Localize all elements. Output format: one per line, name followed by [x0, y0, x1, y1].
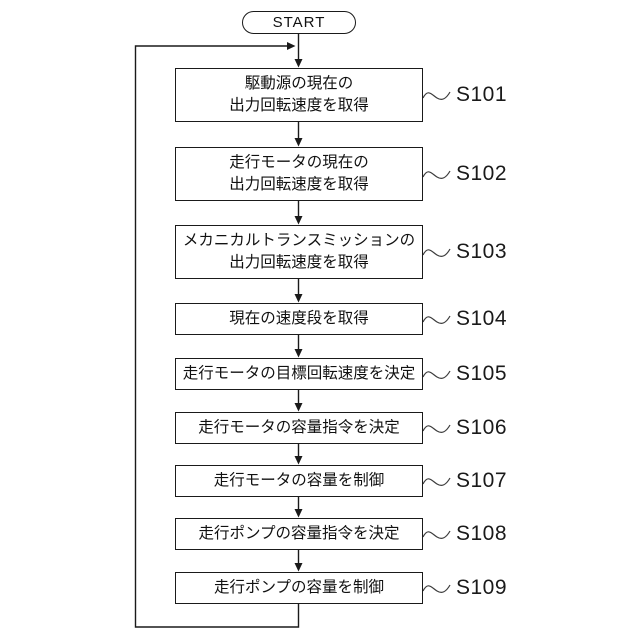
step-label-s107: S107: [456, 469, 508, 492]
start-terminator: START: [242, 11, 356, 34]
arrowhead-s102-s103: [294, 216, 303, 225]
start-label: START: [272, 14, 326, 31]
step-box-s103: メカニカルトランスミッションの 出力回転速度を取得: [175, 225, 423, 279]
arrowhead-s103-s104: [294, 294, 303, 303]
step-label-s102: S102: [456, 162, 508, 185]
step-label-s103: S103: [456, 240, 508, 263]
step-box-s105: 走行モータの目標回転速度を決定: [175, 358, 423, 390]
step-label-s106: S106: [456, 416, 508, 439]
step-label-s104: S104: [456, 307, 508, 330]
step-box-s101: 駆動源の現在の 出力回転速度を取得: [175, 68, 423, 122]
arrowhead-start-s101: [294, 59, 303, 68]
step-box-s102: 走行モータの現在の 出力回転速度を取得: [175, 147, 423, 201]
arrowhead-s105-s106: [294, 403, 303, 412]
leader-squiggle-s107: [422, 477, 451, 486]
step-label-s101: S101: [456, 83, 508, 106]
arrowhead-s101-s102: [294, 138, 303, 147]
step-label-s105: S105: [456, 362, 508, 385]
arrowhead-s106-s107: [294, 456, 303, 465]
leader-squiggle-s102: [422, 170, 451, 179]
leader-squiggle-s104: [422, 315, 451, 324]
step-box-s109: 走行ポンプの容量を制御: [175, 572, 423, 604]
step-box-s107: 走行モータの容量を制御: [175, 465, 423, 497]
leader-squiggle-s101: [422, 91, 451, 100]
leader-squiggle-s108: [422, 530, 451, 539]
loop-back-arrowhead: [287, 42, 296, 50]
leader-squiggle-s105: [422, 370, 451, 379]
arrowhead-s104-s105: [294, 349, 303, 358]
leader-squiggle-s106: [422, 424, 451, 433]
step-box-s106: 走行モータの容量指令を決定: [175, 412, 423, 444]
step-label-s108: S108: [456, 522, 508, 545]
loop-back-line: [134, 45, 300, 628]
step-box-s104: 現在の速度段を取得: [175, 303, 423, 335]
step-box-s108: 走行ポンプの容量指令を決定: [175, 518, 423, 550]
arrowhead-s108-s109: [294, 563, 303, 572]
step-label-s109: S109: [456, 576, 508, 599]
arrowhead-s107-s108: [294, 509, 303, 518]
leader-squiggle-s103: [422, 248, 451, 257]
leader-squiggle-s109: [422, 584, 451, 593]
